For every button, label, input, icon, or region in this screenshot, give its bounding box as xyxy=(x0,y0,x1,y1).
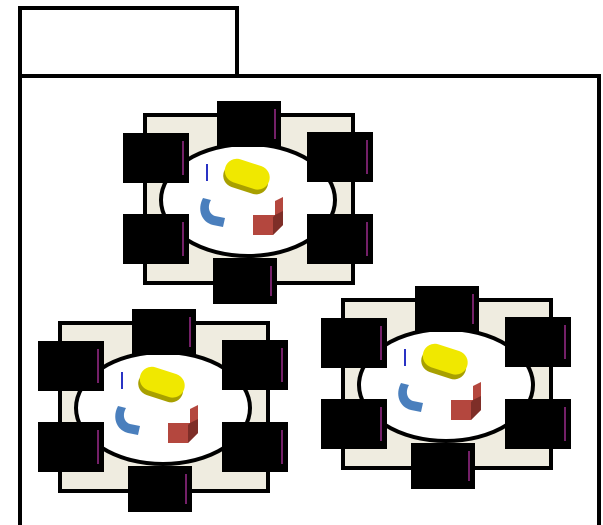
table-group[interactable] xyxy=(321,286,571,489)
red-l-block-shadow xyxy=(273,211,283,235)
chair[interactable] xyxy=(411,443,475,489)
yellow-capsule xyxy=(223,158,270,195)
chair[interactable] xyxy=(213,258,277,304)
blue-curved-piece xyxy=(200,198,225,227)
chair[interactable] xyxy=(321,399,387,449)
blue-curved-piece xyxy=(398,383,423,412)
folder-tab[interactable] xyxy=(18,6,239,80)
chair[interactable] xyxy=(307,214,373,264)
yellow-capsule-body xyxy=(422,343,468,375)
table-group[interactable] xyxy=(38,309,288,512)
chair[interactable] xyxy=(217,101,281,147)
red-l-block-shadow xyxy=(471,396,481,420)
table-group[interactable] xyxy=(123,101,373,304)
blue-curved-piece xyxy=(115,406,140,435)
chair[interactable] xyxy=(128,466,192,512)
chair[interactable] xyxy=(38,422,104,472)
chair[interactable] xyxy=(505,399,571,449)
chair[interactable] xyxy=(222,422,288,472)
red-l-block-shadow xyxy=(188,419,198,443)
chair[interactable] xyxy=(123,133,189,183)
chair[interactable] xyxy=(222,340,288,390)
yellow-capsule xyxy=(421,343,468,380)
chair[interactable] xyxy=(123,214,189,264)
chair[interactable] xyxy=(38,341,104,391)
yellow-capsule-body xyxy=(224,158,270,190)
chair[interactable] xyxy=(132,309,196,355)
chair[interactable] xyxy=(321,318,387,368)
yellow-capsule-body xyxy=(139,366,185,398)
chair[interactable] xyxy=(415,286,479,332)
yellow-capsule xyxy=(138,366,185,403)
chair[interactable] xyxy=(307,132,373,182)
chair[interactable] xyxy=(505,317,571,367)
tables-layer xyxy=(38,101,571,512)
